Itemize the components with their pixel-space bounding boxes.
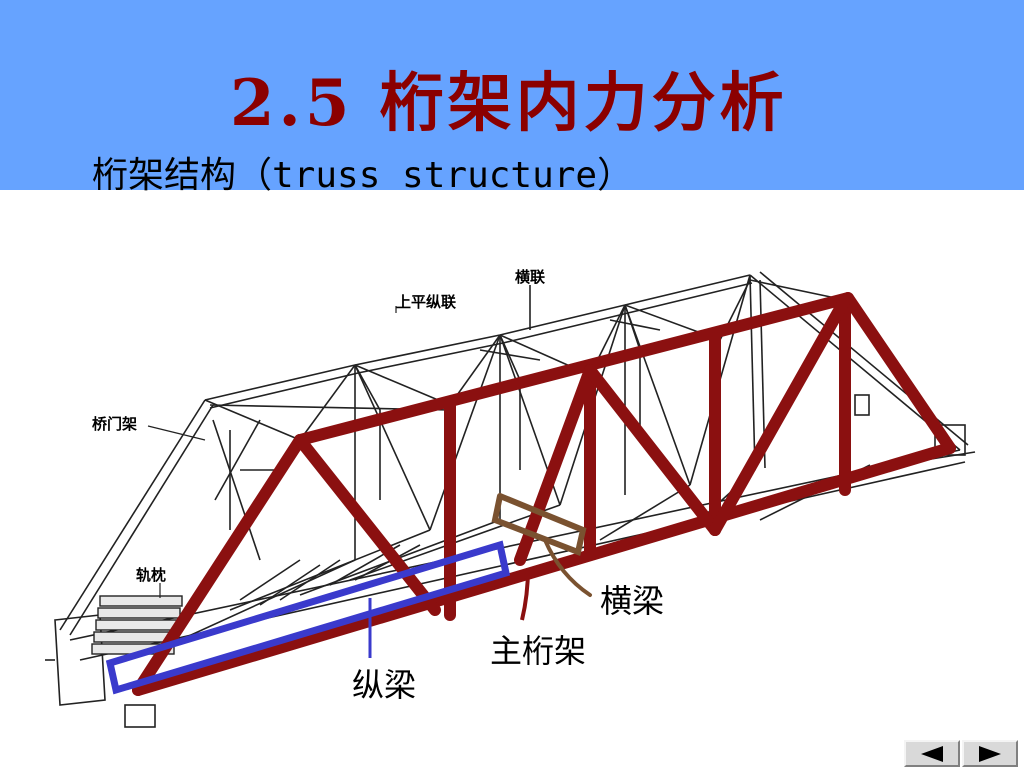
far-top-chord <box>204 274 751 401</box>
triangle-right-icon <box>979 745 1001 762</box>
floor-beam-leader-line <box>543 538 592 597</box>
slide-subtitle: 桁架结构（truss structure） <box>92 155 634 196</box>
stringer-highlight <box>105 540 511 695</box>
label-sleepers: 轨枕 <box>136 566 166 584</box>
previous-slide-button[interactable] <box>904 740 960 767</box>
truss-bridge-diagram: 横联 上平纵联 桥门架 轨枕 横梁 主桁架 纵梁 <box>45 268 976 728</box>
triangle-left-icon <box>921 745 943 762</box>
header-bar: 2.5 桁架内力分析 桁架结构（truss structure） <box>0 0 1024 196</box>
label-stringer: 纵梁 <box>352 666 416 704</box>
label-main-truss: 主桁架 <box>490 632 586 670</box>
sleepers-graphic <box>91 595 183 655</box>
label-transverse-bracing: 横联 <box>515 268 546 286</box>
next-slide-button[interactable] <box>962 740 1018 767</box>
label-floor-beam: 横梁 <box>600 582 664 620</box>
floor-beam-highlight <box>491 493 592 597</box>
main-truss-highlight <box>132 292 956 696</box>
bridge-line-art <box>45 271 976 728</box>
main-truss-leader-line <box>520 567 530 621</box>
label-leader-lines <box>147 306 397 598</box>
slide-navigation <box>904 740 1020 767</box>
label-top-lateral-bracing: 上平纵联 <box>396 293 457 311</box>
main-truss-end-post-right <box>842 292 956 454</box>
main-truss-top-chord <box>294 292 854 446</box>
label-portal-frame: 桥门架 <box>92 415 137 433</box>
slide-title: 2.5 桁架内力分析 <box>230 66 788 141</box>
main-truss-bottom-chord <box>132 442 956 696</box>
